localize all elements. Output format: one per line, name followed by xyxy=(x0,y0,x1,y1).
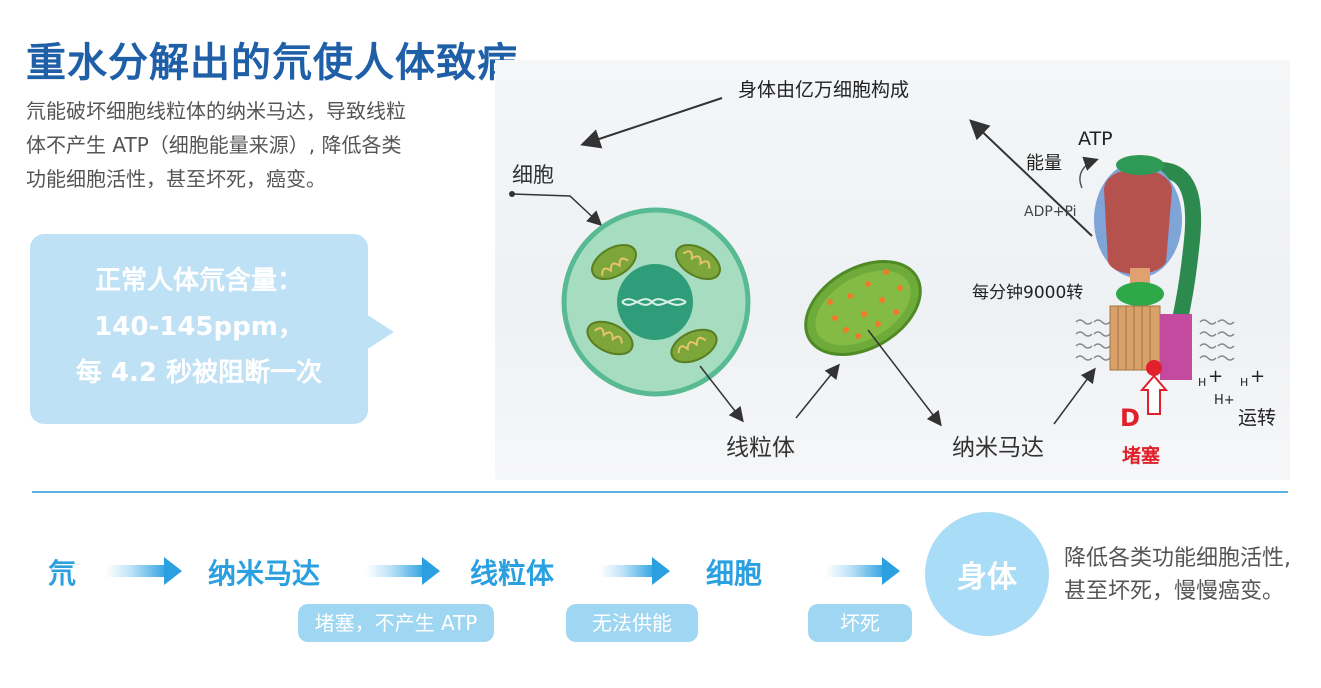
atp-synthase-graphic xyxy=(1075,155,1235,380)
bubble-line-2: 140-145ppm， xyxy=(94,312,304,342)
flow-step-body: 身体 xyxy=(957,560,1017,595)
proton-plus-2: + xyxy=(1250,366,1265,387)
mitochondrion-graphic xyxy=(804,260,922,356)
note-no-energy: 无法供能 xyxy=(566,604,698,642)
arrow-mito-to-motor-label xyxy=(867,329,942,427)
bubble-line-3: 每 4.2 秒被阻断一次 xyxy=(75,358,323,388)
note-blocked-no-atp: 堵塞，不产生 ATP xyxy=(298,604,494,642)
flow-step-mitochondria: 线粒体 xyxy=(470,557,555,590)
info-bubble-tail xyxy=(366,314,394,350)
body-circle xyxy=(925,512,1049,636)
section-divider xyxy=(32,491,1288,493)
running-label: 运转 xyxy=(1238,407,1276,429)
blocked-label: 堵塞 xyxy=(1122,444,1161,467)
flow-step-cell: 细胞 xyxy=(706,557,763,590)
intro-paragraph: 氘能破坏细胞线粒体的纳米马达，导致线粒 体不产生 ATP（细胞能量来源）, 降低… xyxy=(26,94,476,196)
proton-h-2: H xyxy=(1240,376,1248,389)
note-necrosis: 坏死 xyxy=(808,604,912,642)
mitochondria-label: 线粒体 xyxy=(726,435,795,461)
arrow-from-motor xyxy=(969,119,1093,237)
info-bubble-text: 正常人体氘含量： 140-145ppm， 每 4.2 秒被阻断一次 xyxy=(30,258,368,396)
atp-label: ATP xyxy=(1078,128,1113,150)
proton-h-3: H+ xyxy=(1214,393,1235,408)
arrow-to-cell xyxy=(580,97,723,149)
arrow-cell-to-mito-label xyxy=(699,365,744,423)
intro-line-2: 体不产生 ATP（细胞能量来源）, 降低各类 xyxy=(26,133,402,157)
cell-mitochondria-diagram: 身体由亿万细胞构成 细胞 线粒体 xyxy=(509,79,1276,467)
nanomotor-label: 纳米马达 xyxy=(952,435,1044,461)
deuterium-d-label: D xyxy=(1120,404,1140,432)
body-composition-label: 身体由亿万细胞构成 xyxy=(738,79,909,101)
flow-arrow-3 xyxy=(600,557,670,585)
bubble-line-1: 正常人体氘含量： xyxy=(94,266,303,296)
flow-step-deuterium: 氘 xyxy=(48,557,77,590)
cell-label: 细胞 xyxy=(512,163,554,187)
arrow-motor-label-to-motor xyxy=(1053,367,1096,425)
info-bubble xyxy=(30,234,368,424)
page-title: 重水分解出的氘使人体致病 xyxy=(26,40,518,86)
flow-arrow-1 xyxy=(106,557,182,585)
intro-line-1: 氘能破坏细胞线粒体的纳米马达，导致线粒 xyxy=(26,99,406,123)
energy-arc xyxy=(1079,156,1099,189)
deuterium-block-marker xyxy=(1139,360,1169,415)
adp-pi-label: ADP+Pi xyxy=(1024,204,1077,220)
flow-result-text: 降低各类功能细胞活性, 甚至坏死，慢慢癌变。 xyxy=(1064,542,1291,608)
intro-line-3: 功能细胞活性，甚至坏死，癌变。 xyxy=(26,167,326,191)
flow-step-nanomotor: 纳米马达 xyxy=(208,557,321,590)
result-line-1: 降低各类功能细胞活性, xyxy=(1064,546,1291,571)
result-line-2: 甚至坏死，慢慢癌变。 xyxy=(1064,579,1285,604)
cell-graphic xyxy=(561,207,751,397)
flow-arrow-4 xyxy=(826,557,900,585)
arrow-mito-label-to-mito xyxy=(795,363,840,419)
energy-label: 能量 xyxy=(1026,153,1062,174)
rotation-rate-label: 每分钟9000转 xyxy=(972,283,1083,303)
flow-arrow-2 xyxy=(366,557,440,585)
proton-plus-1: + xyxy=(1208,366,1223,387)
cell-pointer xyxy=(511,193,603,227)
proton-h-1: H xyxy=(1198,376,1206,389)
